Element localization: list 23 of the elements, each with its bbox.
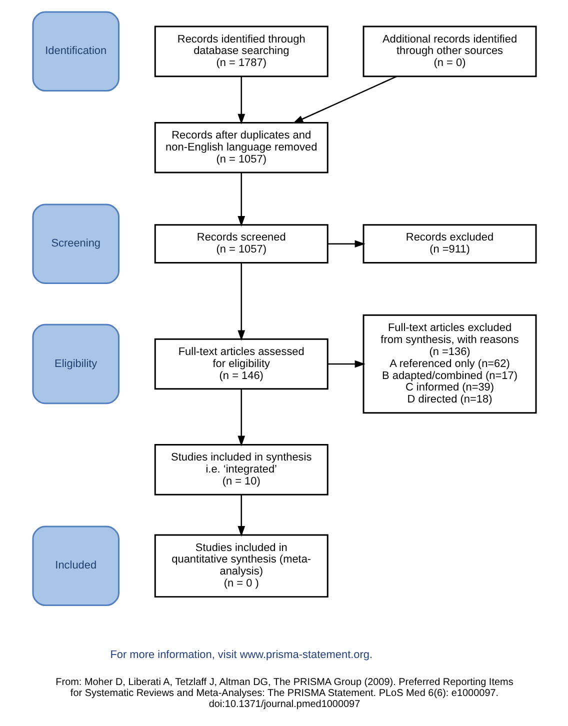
arrow xyxy=(237,172,245,227)
node-box: Studies included in quantitative synthesis (meta-analysis) (n = 0 ) xyxy=(154,534,328,598)
arrow xyxy=(292,76,396,124)
node-box: Included xyxy=(32,526,119,606)
arrow xyxy=(237,494,245,537)
node-box: Records screened (n = 1057) xyxy=(154,224,328,264)
arrow xyxy=(237,389,245,446)
node-box: Additional records identified through other sources (n = 0) xyxy=(362,26,536,78)
node-box: Records excluded (n =911) xyxy=(362,224,536,264)
node-box: Records identified through database searching (n = 1787) xyxy=(154,26,328,78)
node-box: Studies included in synthesis i.e. ‘integrated’ (n = 10) xyxy=(154,444,328,496)
node-box: Full-text articles assessed for eligibility (n = 146) xyxy=(154,338,328,390)
node-box: Records after duplicates and non-English language removed (n = 1057) xyxy=(154,122,328,174)
arrow xyxy=(327,360,365,368)
arrow xyxy=(237,76,245,124)
arrow xyxy=(327,240,365,248)
node-box: Full-text articles excluded from synthesis, with reasons (n =136) A referenced only (n=62) B adapted/combined (n=17) C informed (n=39) D directed (n=18) xyxy=(362,314,536,414)
node-box: Identification xyxy=(32,11,119,92)
label: For more information, visit www.prisma-statement.org. xyxy=(110,648,372,661)
arrow xyxy=(237,263,245,341)
node-box: Eligibility xyxy=(32,324,119,404)
caption: From: Moher D, Liberati A, Tetzlaff J, Altman DG, The PRISMA Group (2009). Preferred Reporting Items for Systematic Reviews and Meta-Analyses: The PRISMA Statement. PLoS Med 6(6): e1000097. doi:10.1371/journal.pmed1000097 xyxy=(55,677,513,710)
node-box: Screening xyxy=(32,204,119,284)
